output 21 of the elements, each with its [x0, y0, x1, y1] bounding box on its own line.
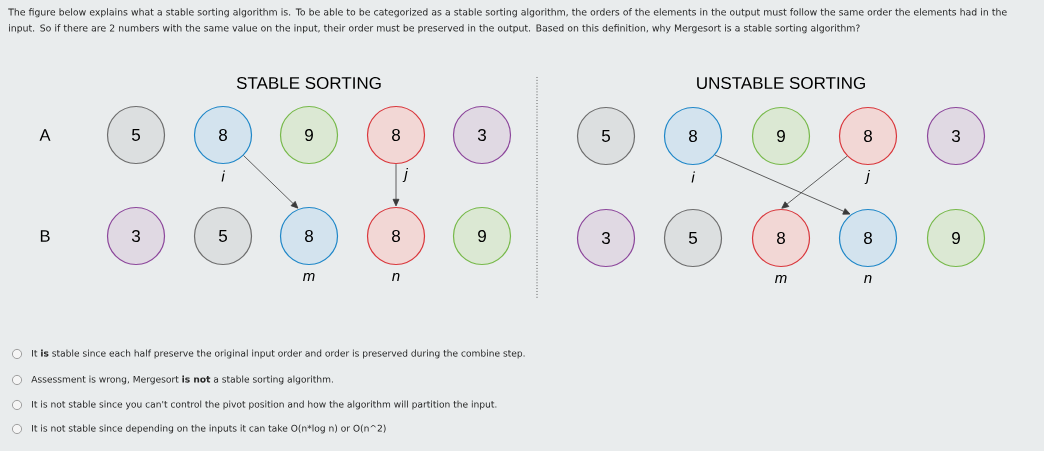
arrow [392, 163, 400, 207]
index-label: i [691, 171, 695, 183]
answer-option: It is not stable since you can't control the pivot position and how the algorithm will partition the input. [32, 400, 497, 410]
answer-option: Assessment is wrong, Mergesort is not a stable sorting algorithm. [31, 375, 333, 385]
panel-heading: UNSTABLE SORTING [697, 76, 865, 89]
index-label: n [392, 272, 400, 281]
index-label: i [221, 170, 225, 182]
answer-option: It is stable since each half preserve the original input order and order is preserved during the combine step. [32, 349, 525, 359]
index-label: m [303, 272, 315, 281]
arrow [781, 155, 848, 209]
panel-heading: STABLE SORTING [236, 76, 381, 89]
row-label: B [40, 230, 50, 242]
index-label: j [864, 170, 870, 184]
index-label: n [864, 274, 872, 283]
arrow [243, 155, 299, 209]
index-label: m [775, 274, 787, 283]
index-label: j [402, 168, 408, 182]
answer-option: It is not stable since depending on the inputs it can take O(n*log n) or O(n^2) [32, 424, 386, 434]
arrow [714, 154, 851, 215]
question-text: The figure below explains what a stable sorting algorithm is. To be able to be categorized as a stable sorting algorithm, the orders of the elements in the output must follow the same order the elements had in the input. So if there are 2 numbers with the same value on the input, their order must be preserved in the output. Based on this definition, why Mergesort is a stable sorting algorithm? [8, 8, 1007, 34]
row-label: A [39, 129, 51, 141]
